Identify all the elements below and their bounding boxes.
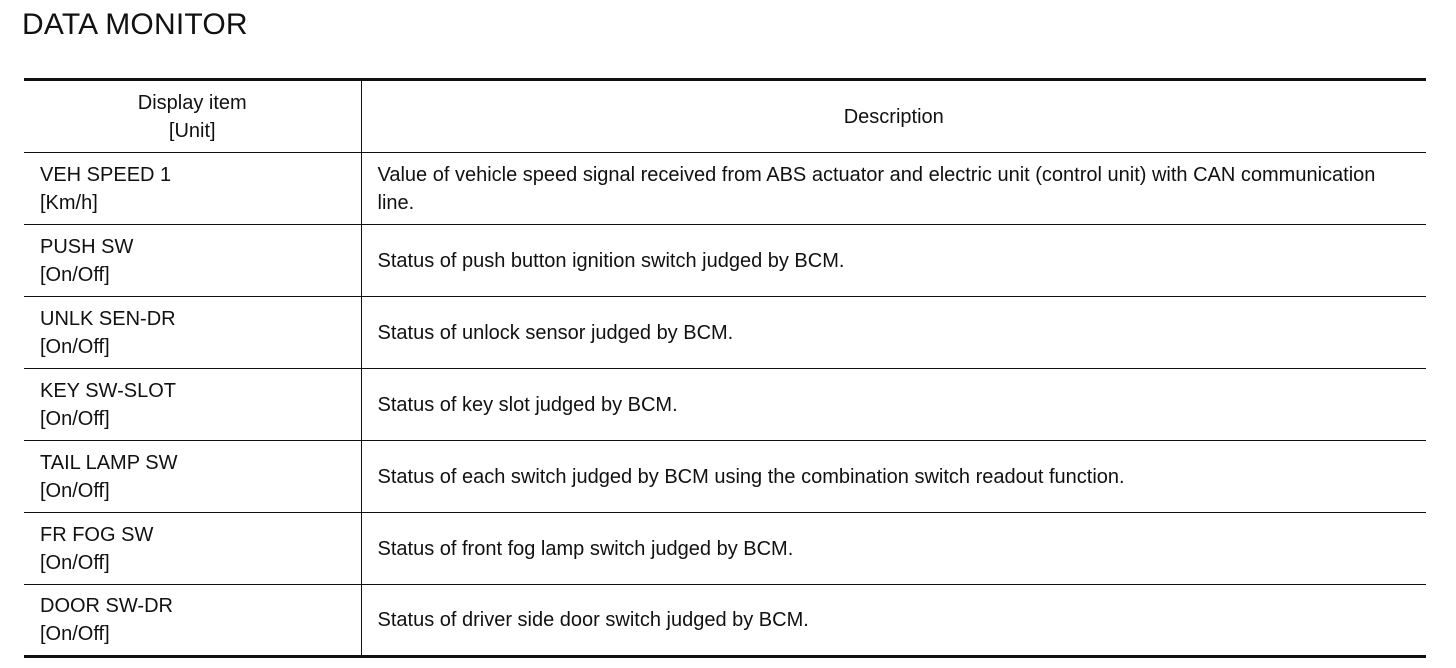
table-row: PUSH SW [On/Off] Status of push button i… xyxy=(24,224,1426,297)
display-item-cell: KEY SW-SLOT [On/Off] xyxy=(24,368,362,441)
description-cell: Status of each switch judged by BCM usin… xyxy=(361,440,1426,513)
header-unit-label: [Unit] xyxy=(168,119,216,142)
display-item-unit: [On/Off] xyxy=(40,551,110,574)
data-monitor-table: Display item [Unit] Description VEH SPEE… xyxy=(24,78,1426,658)
display-item-name: VEH SPEED 1 xyxy=(40,163,172,186)
display-item-unit: [On/Off] xyxy=(40,623,110,645)
description-cell: Value of vehicle speed signal received f… xyxy=(361,152,1426,225)
header-row: Display item [Unit] Description xyxy=(24,79,1426,153)
display-item-name: KEY SW-SLOT xyxy=(40,379,176,402)
description-cell: Status of unlock sensor judged by BCM. xyxy=(361,296,1426,369)
display-item-cell: FR FOG SW [On/Off] xyxy=(24,512,362,585)
display-item-name: FR FOG SW xyxy=(40,523,154,546)
table-row: DOOR SW-DR [On/Off] Status of driver sid… xyxy=(24,584,1426,657)
display-item-name: PUSH SW xyxy=(40,235,134,258)
display-item-cell: UNLK SEN-DR [On/Off] xyxy=(24,296,362,369)
display-item-name: UNLK SEN-DR xyxy=(40,307,176,330)
table-row: VEH SPEED 1 [Km/h] Value of vehicle spee… xyxy=(24,152,1426,225)
display-item-unit: [Km/h] xyxy=(40,191,98,214)
table-body: VEH SPEED 1 [Km/h] Value of vehicle spee… xyxy=(24,152,1426,657)
table-row: FR FOG SW [On/Off] Status of front fog l… xyxy=(24,512,1426,585)
display-item-unit: [On/Off] xyxy=(40,479,110,502)
description-cell: Status of key slot judged by BCM. xyxy=(361,368,1426,441)
display-item-unit: [On/Off] xyxy=(40,407,110,430)
display-item-cell: VEH SPEED 1 [Km/h] xyxy=(24,152,362,225)
display-item-unit: [On/Off] xyxy=(40,263,110,286)
header-display-item: Display item [Unit] xyxy=(24,79,362,153)
description-cell: Status of driver side door switch judged… xyxy=(361,584,1426,657)
display-item-name: DOOR SW-DR xyxy=(40,595,173,617)
table-row: KEY SW-SLOT [On/Off] Status of key slot … xyxy=(24,368,1426,441)
table-row: TAIL LAMP SW [On/Off] Status of each swi… xyxy=(24,440,1426,513)
description-cell: Status of push button ignition switch ju… xyxy=(361,224,1426,297)
description-cell: Status of front fog lamp switch judged b… xyxy=(361,512,1426,585)
display-item-name: TAIL LAMP SW xyxy=(40,451,178,474)
display-item-cell: DOOR SW-DR [On/Off] xyxy=(24,584,362,657)
display-item-cell: PUSH SW [On/Off] xyxy=(24,224,362,297)
table-header: Display item [Unit] Description xyxy=(24,79,1426,153)
display-item-unit: [On/Off] xyxy=(40,335,110,358)
header-description: Description xyxy=(361,79,1426,153)
header-display-item-label: Display item xyxy=(137,91,247,114)
page-title: DATA MONITOR xyxy=(22,8,248,41)
display-item-cell: TAIL LAMP SW [On/Off] xyxy=(24,440,362,513)
table-row: UNLK SEN-DR [On/Off] Status of unlock se… xyxy=(24,296,1426,369)
